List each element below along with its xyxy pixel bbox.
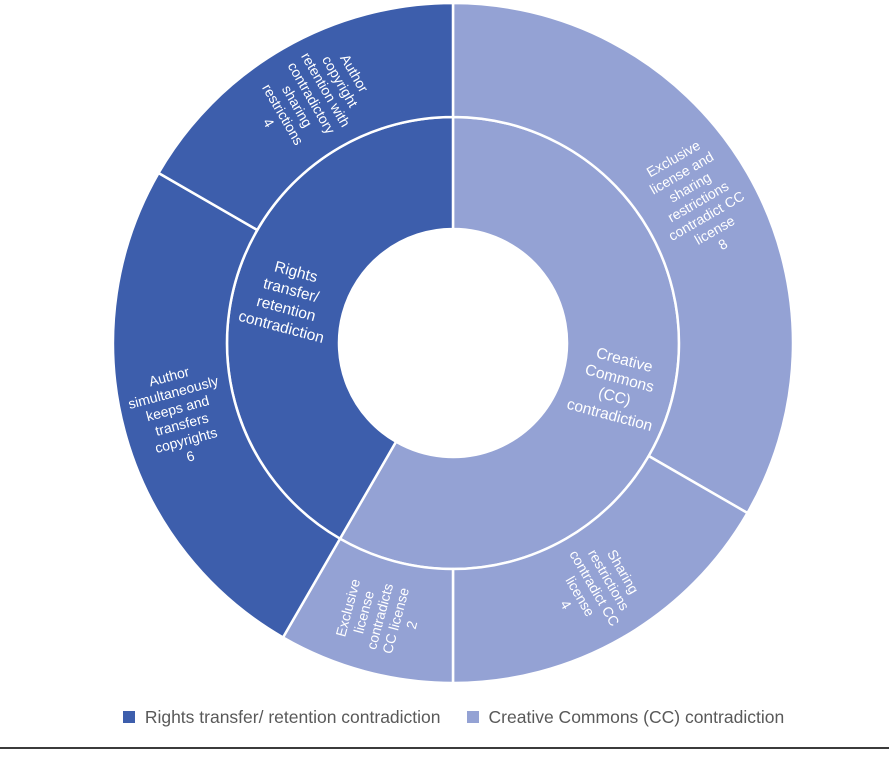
segment-label-author-keeps-transfers-6: Authorsimultaneouslykeeps andtransfersco… <box>122 357 237 476</box>
segment-label-exclusive-contradicts-2: ExclusivelicensecontradictsCC license2 <box>331 573 428 660</box>
segment-sharing-restrictions-4 <box>451 454 749 685</box>
legend-label-rights: Rights transfer/ retention contradiction <box>144 706 441 727</box>
legend-item-rights: Rights transfer/ retention contradiction <box>122 706 441 728</box>
legend-label-cc: Creative Commons (CC) contradiction <box>488 706 785 727</box>
segment-author-keeps-transfers-6 <box>111 171 342 639</box>
segment-label-author-retention-4: Authorcopyrightretention withcontradicto… <box>241 33 382 163</box>
bottom-divider <box>0 747 889 749</box>
legend-swatch-cc-icon <box>466 711 479 723</box>
segment-author-retention-4 <box>157 1 455 232</box>
legend-swatch-rights-icon <box>122 711 135 723</box>
sunburst-chart: CreativeCommons(CC)contradictionRightstr… <box>111 1 795 685</box>
segment-exclusive-and-sharing-8 <box>451 1 795 515</box>
legend-item-cc: Creative Commons (CC) contradiction <box>466 706 785 728</box>
chart-legend: Rights transfer/ retention contradiction… <box>0 702 889 732</box>
